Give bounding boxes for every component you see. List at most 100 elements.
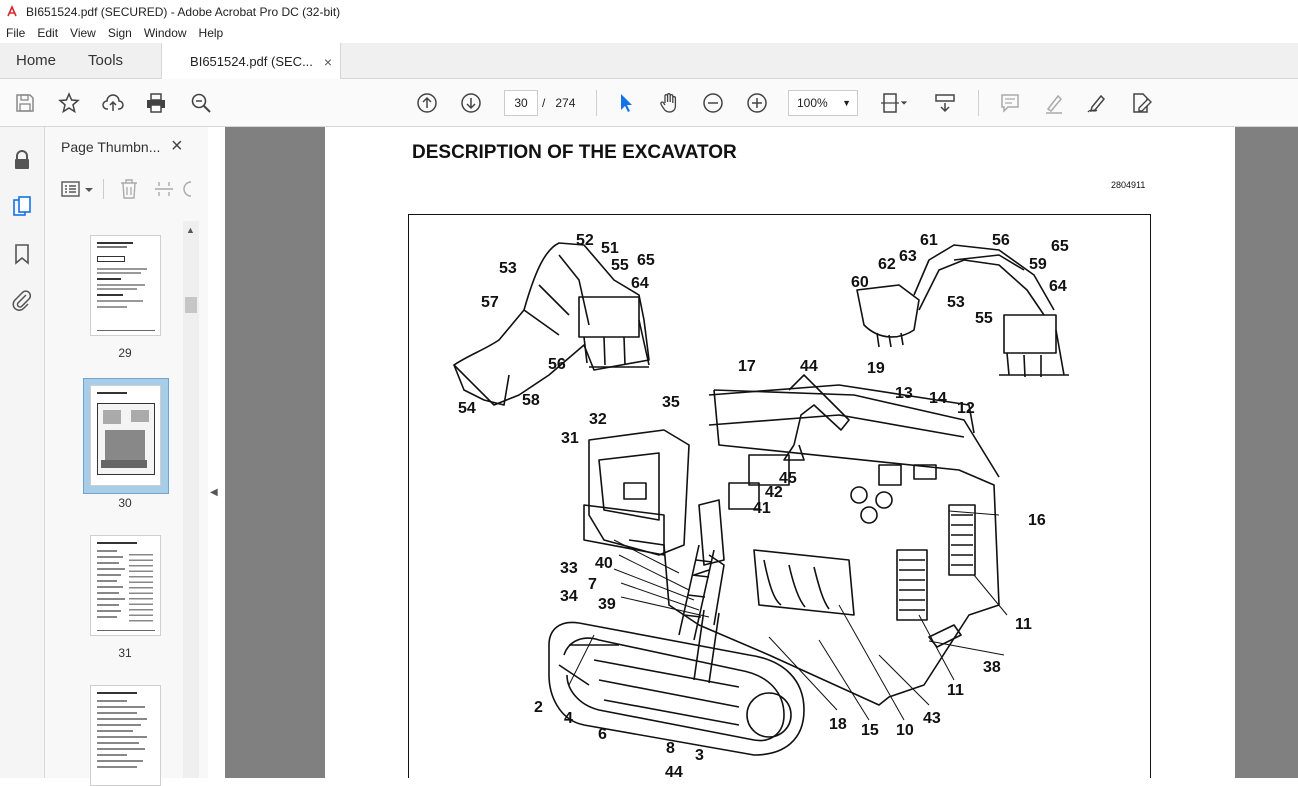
zoom-in-icon[interactable] <box>745 91 769 115</box>
collapse-panel-icon[interactable]: ◀ <box>210 487 218 498</box>
page-fit-icon[interactable] <box>878 91 902 115</box>
highlight-pen-icon[interactable] <box>1042 91 1066 115</box>
callout-label: 61 <box>920 232 938 249</box>
callout-label: 56 <box>548 356 566 373</box>
page-total: 274 <box>555 96 576 110</box>
left-rail <box>0 127 45 778</box>
callout-label: 53 <box>499 260 517 277</box>
fill-sign-icon[interactable] <box>1085 91 1109 115</box>
scroll-up-icon[interactable]: ▲ <box>186 225 195 235</box>
callout-label: 8 <box>666 740 675 757</box>
thumbnail-scrollbar[interactable]: ▲ <box>183 221 199 778</box>
edit-pdf-icon[interactable] <box>1129 91 1153 115</box>
menu-file[interactable]: File <box>6 26 26 40</box>
zoom-level-select[interactable]: 100% ▼ <box>788 90 858 116</box>
hand-tool-icon[interactable] <box>657 91 681 115</box>
menu-bar: File Edit View Sign Window Help <box>0 23 1298 43</box>
callout-label: 45 <box>779 470 797 487</box>
page-number-input[interactable]: 30 <box>504 90 538 116</box>
more-tools-icon[interactable] <box>183 178 193 200</box>
chevron-down-icon[interactable] <box>85 186 93 194</box>
search-zoom-icon[interactable] <box>189 91 213 115</box>
page-thumbnail[interactable] <box>90 685 161 786</box>
page-count: / 274 <box>542 96 575 110</box>
bookmark-star-icon[interactable] <box>57 91 81 115</box>
callout-label: 64 <box>1049 278 1067 295</box>
document-viewport[interactable]: DESCRIPTION OF THE EXCAVATOR 2804911 <box>225 127 1298 779</box>
excavator-drawing: 52 51 65 53 55 64 57 56 54 58 61 56 65 6… <box>453 232 1069 779</box>
excavator-figure: 52 51 65 53 55 64 57 56 54 58 61 56 65 6… <box>408 214 1151 779</box>
options-list-icon[interactable] <box>61 179 81 199</box>
cloud-upload-icon[interactable] <box>101 91 125 115</box>
callout-label: 4 <box>564 710 573 727</box>
callout-label: 17 <box>738 358 756 375</box>
callout-label: 11 <box>1015 616 1032 633</box>
comment-icon[interactable] <box>998 91 1022 115</box>
toolbar-divider <box>103 179 104 199</box>
callout-label: 38 <box>983 659 1001 676</box>
tab-document[interactable]: BI651524.pdf (SEC... × <box>161 43 342 80</box>
page-thumbnail[interactable] <box>90 535 161 636</box>
callout-label: 65 <box>1051 238 1069 255</box>
scrolling-mode-icon[interactable] <box>933 91 957 115</box>
attachments-icon[interactable] <box>11 289 33 311</box>
callout-label: 40 <box>595 555 613 572</box>
thumbnail-page-number: 30 <box>118 496 132 510</box>
tab-bar: Home Tools BI651524.pdf (SEC... × <box>0 43 1298 80</box>
menu-view[interactable]: View <box>70 26 96 40</box>
callout-label: 2 <box>534 699 543 716</box>
callout-label: 54 <box>458 400 476 417</box>
pdf-page: DESCRIPTION OF THE EXCAVATOR 2804911 <box>325 127 1235 779</box>
page-thumbnail[interactable] <box>90 385 161 486</box>
menu-help[interactable]: Help <box>198 26 224 40</box>
callout-label: 51 <box>601 240 619 257</box>
rotate-page-icon[interactable] <box>153 178 175 200</box>
thumbnail-page-number: 31 <box>118 646 132 660</box>
page-thumbnails-icon[interactable] <box>11 195 33 217</box>
callout-label: 56 <box>992 232 1010 249</box>
acrobat-app-icon <box>5 4 19 19</box>
previous-page-icon[interactable] <box>415 91 439 115</box>
window-title: BI651524.pdf (SECURED) - Adobe Acrobat P… <box>26 4 341 19</box>
callout-label: 13 <box>895 385 913 402</box>
chevron-down-icon[interactable] <box>898 91 910 115</box>
callout-label: 59 <box>1029 256 1047 273</box>
thumbnail-page-number: 29 <box>118 346 132 360</box>
callout-label: 10 <box>896 722 914 739</box>
close-panel-icon[interactable]: × <box>171 135 183 157</box>
callout-label: 53 <box>947 294 965 311</box>
tab-home[interactable]: Home <box>16 52 57 69</box>
next-page-icon[interactable] <box>459 91 483 115</box>
callout-label: 12 <box>957 400 975 417</box>
lock-icon[interactable] <box>11 149 33 171</box>
save-icon[interactable] <box>13 91 37 115</box>
menu-window[interactable]: Window <box>143 26 187 40</box>
thumbnail-toolbar <box>59 177 199 201</box>
callout-label: 44 <box>665 764 683 779</box>
page-thumbnail[interactable] <box>90 235 161 336</box>
menu-edit[interactable]: Edit <box>37 26 59 40</box>
toolbar-divider <box>978 90 979 116</box>
zoom-out-icon[interactable] <box>701 91 725 115</box>
callout-label: 64 <box>631 275 649 292</box>
callout-label: 7 <box>588 576 597 593</box>
callout-label: 11 <box>947 682 964 699</box>
menu-sign[interactable]: Sign <box>107 26 132 40</box>
callout-label: 63 <box>899 248 917 265</box>
print-icon[interactable] <box>144 91 168 115</box>
callout-label: 6 <box>598 726 607 743</box>
chevron-down-icon: ▼ <box>842 98 851 108</box>
callout-label: 35 <box>662 394 680 411</box>
tab-tools[interactable]: Tools <box>88 52 124 69</box>
callout-label: 42 <box>765 484 783 501</box>
close-tab-icon[interactable]: × <box>323 53 333 70</box>
bookmarks-icon[interactable] <box>11 243 33 265</box>
callout-label: 62 <box>878 256 896 273</box>
callout-label: 18 <box>829 716 847 733</box>
callout-label: 32 <box>589 411 607 428</box>
scrollbar-thumb[interactable] <box>185 297 197 313</box>
delete-page-icon[interactable] <box>119 178 139 200</box>
select-pointer-icon[interactable] <box>614 91 638 115</box>
callout-label: 33 <box>560 560 578 577</box>
callout-label: 57 <box>481 294 499 311</box>
